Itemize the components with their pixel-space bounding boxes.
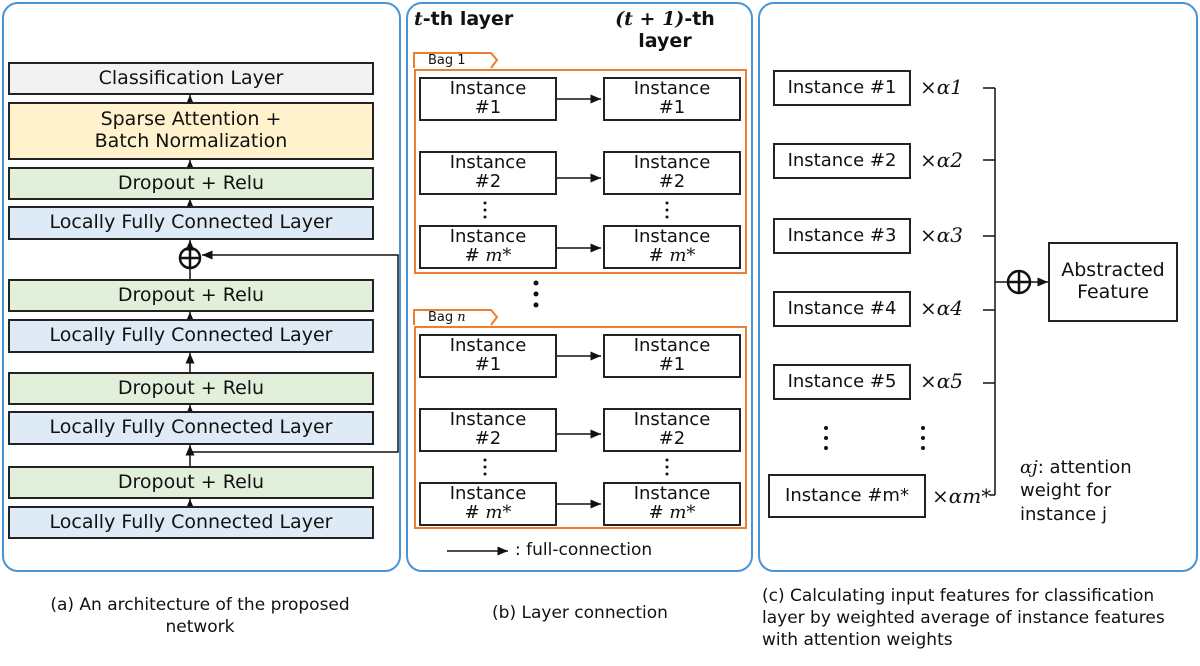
- instance-box: Instance #2: [773, 143, 911, 179]
- instance-label: Instance: [449, 152, 527, 174]
- instance-box: Instance# m*: [603, 225, 741, 269]
- attention-weight: ×α1: [920, 75, 963, 99]
- attention-weight: ×α4: [920, 296, 963, 320]
- instance-box: Instance#1: [603, 77, 741, 121]
- dropout-relu-layer: Dropout + Relu: [8, 279, 374, 312]
- instance-id: #2: [658, 428, 686, 449]
- dropout-relu-layer: Dropout + Relu: [8, 167, 374, 200]
- dropout-relu-layer: Dropout + Relu: [8, 372, 374, 405]
- panel-c: [758, 2, 1198, 572]
- legend-full-connection: : full-connection: [515, 540, 653, 560]
- instance-label: Instance: [449, 409, 527, 431]
- instance-box: Instance#1: [603, 334, 741, 378]
- instance-id: # m*: [648, 502, 696, 523]
- bag-n: [414, 326, 747, 529]
- instance-box: Instance #1: [773, 70, 911, 106]
- instance-box: Instance #m*: [768, 474, 926, 518]
- t-layer-header: t-th layer: [414, 8, 514, 30]
- t1-layer-header: (t + 1)-th layer: [615, 8, 715, 52]
- panel-a: [2, 2, 401, 572]
- instance-id: # m*: [464, 245, 512, 266]
- bag-1: [414, 69, 747, 274]
- classification-layer: Classification Layer: [8, 62, 374, 95]
- dropout-relu-layer: Dropout + Relu: [8, 466, 374, 499]
- sparse-attention-layer: Sparse Attention + Batch Normalization: [8, 102, 374, 160]
- attention-weight: ×α5: [920, 369, 963, 393]
- instance-box: Instance#2: [419, 151, 557, 195]
- locally-fc-layer: Locally Fully Connected Layer: [8, 206, 374, 240]
- instance-label: Instance: [633, 226, 711, 248]
- locally-fc-layer: Locally Fully Connected Layer: [8, 411, 374, 445]
- instance-box: Instance#2: [419, 408, 557, 452]
- panel-b: [406, 2, 753, 572]
- attention-weight: ×α2: [920, 148, 963, 172]
- instance-id: #2: [658, 171, 686, 192]
- instance-id: #1: [658, 354, 686, 375]
- instance-box: Instance#1: [419, 77, 557, 121]
- instance-label: Instance: [633, 409, 711, 431]
- instance-label: Instance: [633, 335, 711, 357]
- instance-label: Instance: [633, 78, 711, 100]
- bag-1-label: Bag 1: [428, 53, 466, 68]
- instance-id: #1: [474, 97, 502, 118]
- attention-note: αj: attention weight for instance j: [1020, 457, 1132, 525]
- instance-box: Instance# m*: [419, 225, 557, 269]
- instance-box: Instance#2: [603, 408, 741, 452]
- instance-label: Instance: [449, 226, 527, 248]
- instance-box: Instance#2: [603, 151, 741, 195]
- caption-b: (b) Layer connection: [492, 603, 668, 623]
- instance-id: #1: [658, 97, 686, 118]
- caption-c: (c) Calculating input features for class…: [762, 586, 1165, 651]
- instance-id: #1: [474, 354, 502, 375]
- locally-fc-layer: Locally Fully Connected Layer: [8, 319, 374, 353]
- instance-id: # m*: [648, 245, 696, 266]
- instance-box: Instance# m*: [603, 482, 741, 526]
- instance-id: #2: [474, 171, 502, 192]
- instance-id: # m*: [464, 502, 512, 523]
- instance-box: Instance# m*: [419, 482, 557, 526]
- abstracted-feature: Abstracted Feature: [1048, 242, 1178, 322]
- instance-id: #2: [474, 428, 502, 449]
- instance-label: Instance: [449, 78, 527, 100]
- instance-box: Instance #4: [773, 291, 911, 327]
- instance-label: Instance: [449, 483, 527, 505]
- instance-box: Instance #5: [773, 364, 911, 400]
- instance-box: Instance #3: [773, 218, 911, 254]
- instance-label: Instance: [633, 152, 711, 174]
- bag-n-label: Bag n: [428, 310, 466, 325]
- attention-weight: ×α3: [920, 223, 963, 247]
- instance-label: Instance: [633, 483, 711, 505]
- caption-a: (a) An architecture of the proposed netw…: [50, 595, 350, 638]
- vertical-ellipsis: [483, 201, 925, 476]
- instance-label: Instance: [449, 335, 527, 357]
- locally-fc-layer: Locally Fully Connected Layer: [8, 506, 374, 539]
- attention-weight: ×αm*: [932, 484, 992, 508]
- instance-box: Instance#1: [419, 334, 557, 378]
